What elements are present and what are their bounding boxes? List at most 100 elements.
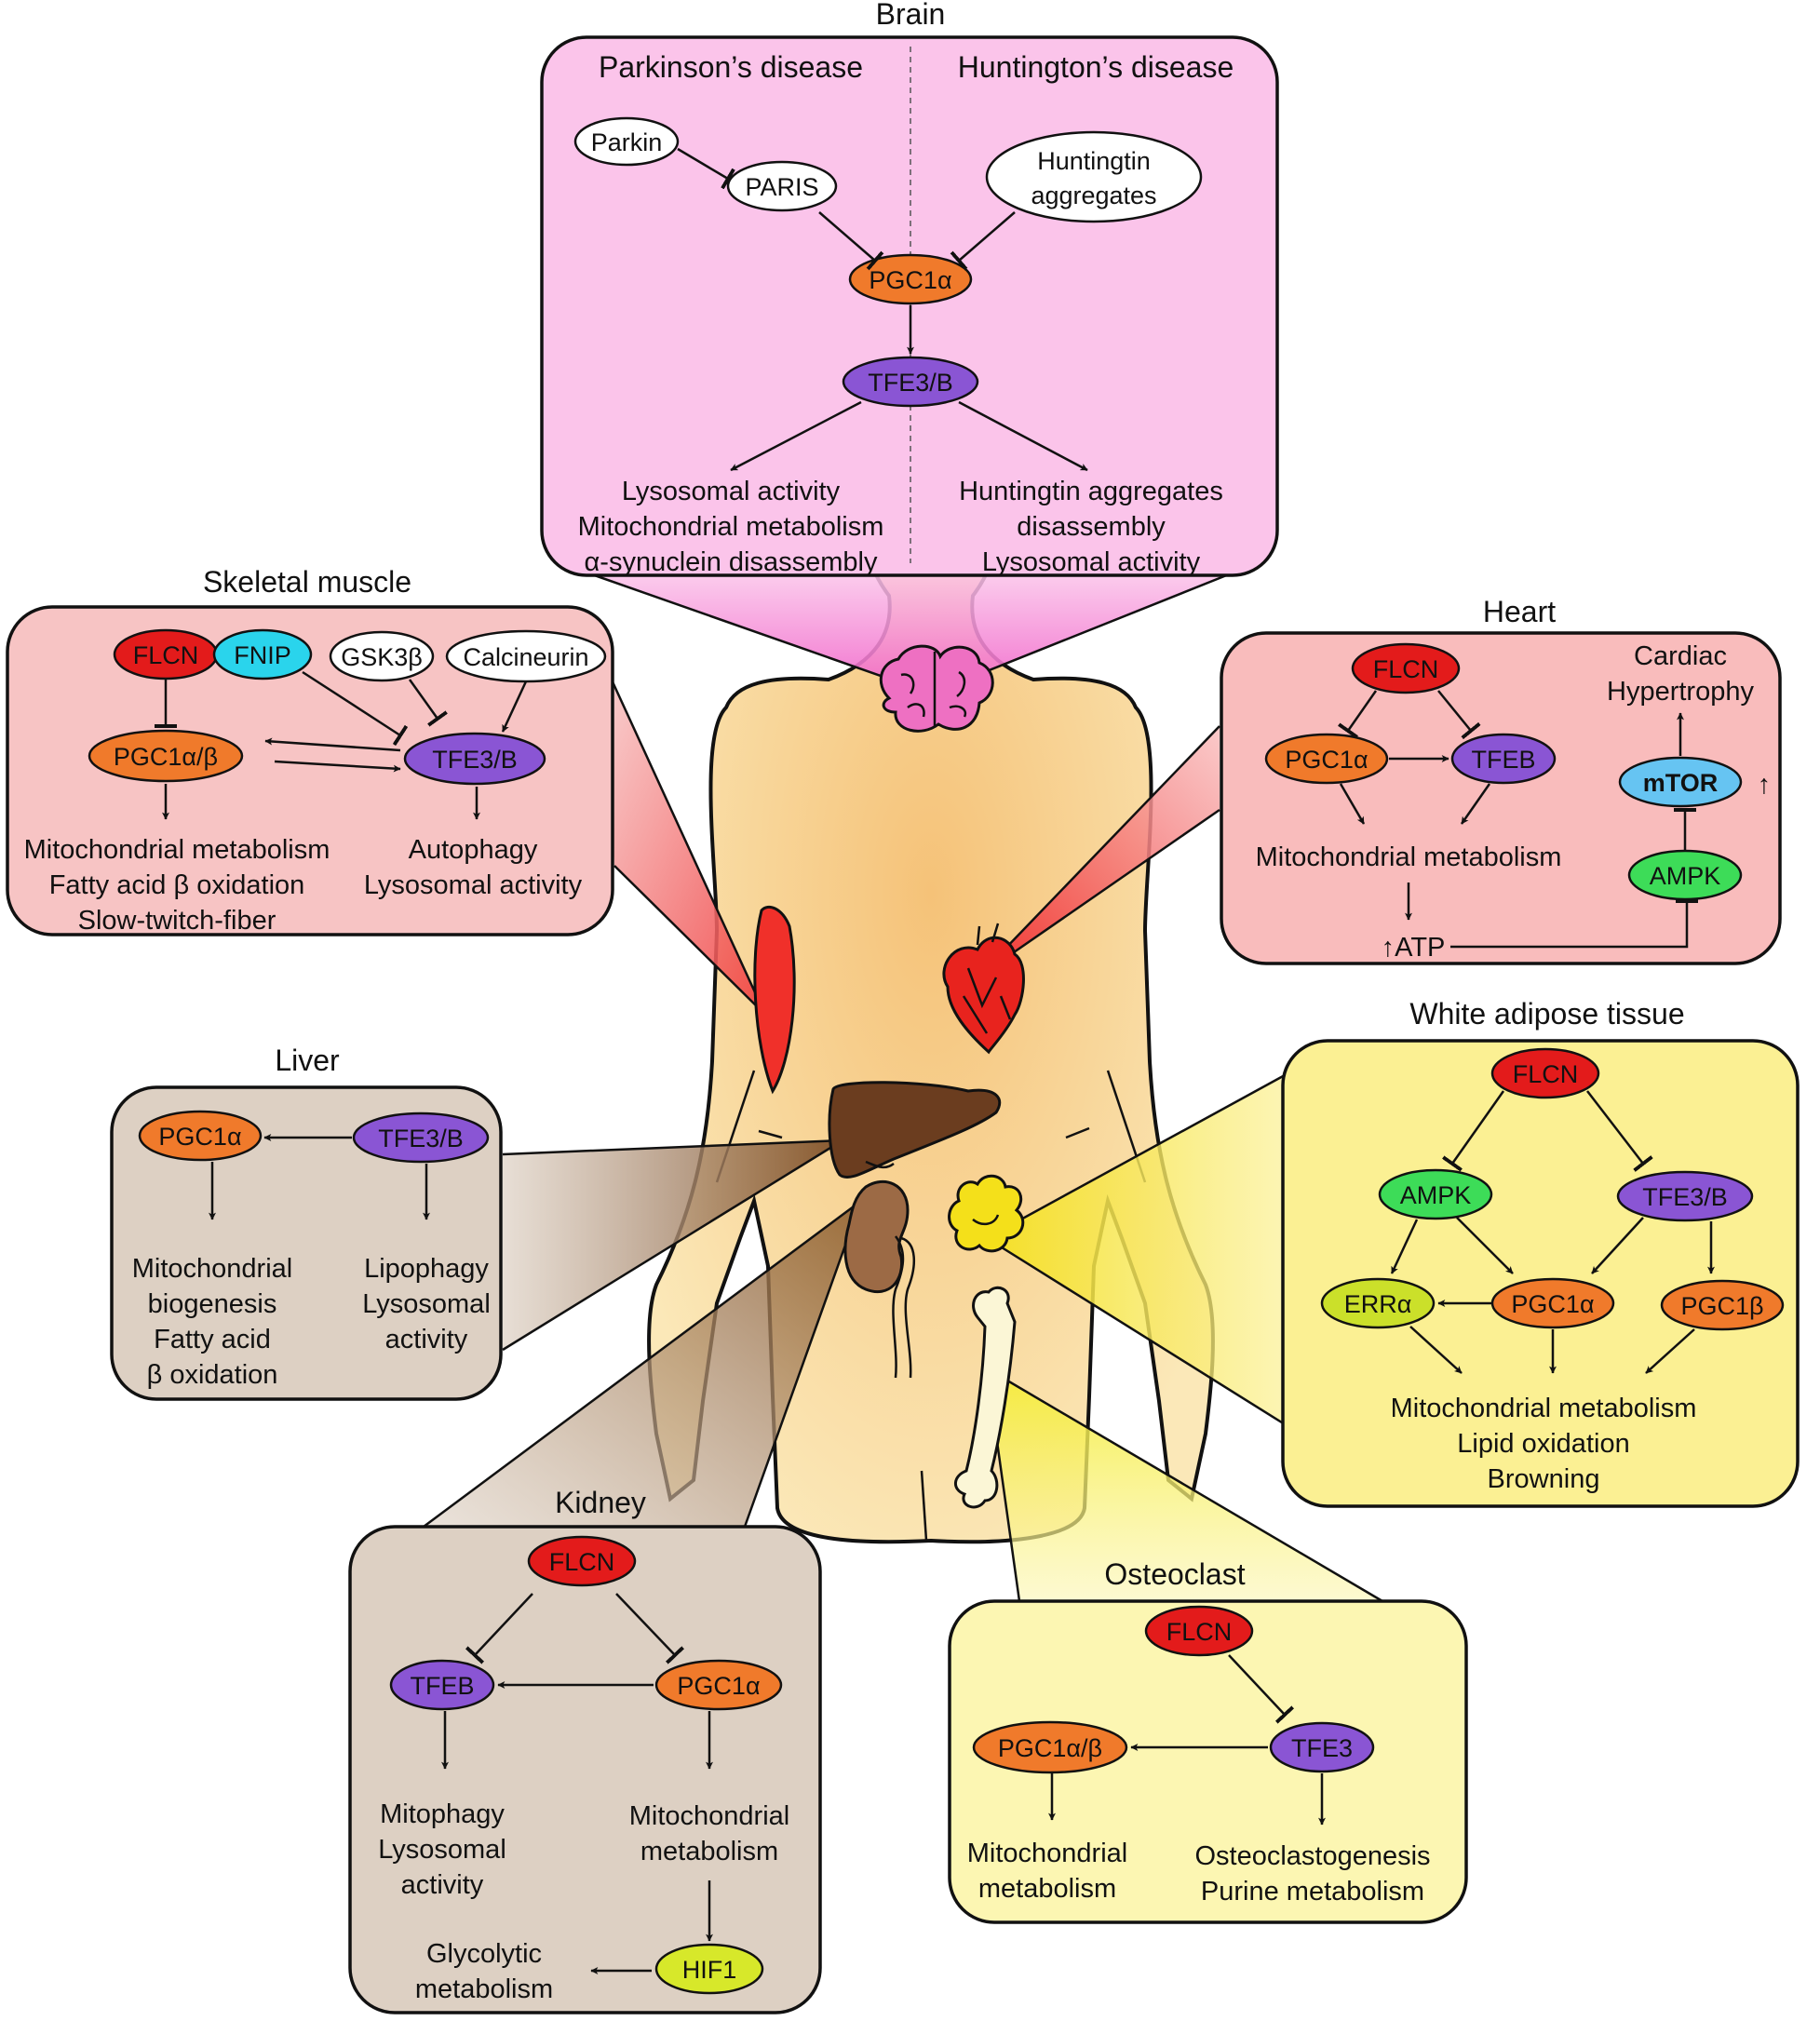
tfe3b-to-right-outputs: [958, 400, 1088, 472]
heart-mito-label: Mitochondrial metabolism: [1256, 842, 1562, 872]
muscle-tfe-label: TFE3/B: [432, 746, 518, 774]
osteoclast-title: Osteoclast: [1104, 1557, 1245, 1591]
liver-pgc1a-label: PGC1α: [158, 1123, 241, 1151]
paris-inhibits-pgc1a: [818, 211, 884, 271]
osteo-pgc-node: [972, 1720, 1128, 1774]
brain-right-out-1: Huntingtin aggregates: [959, 477, 1223, 506]
muscle-left-out-1: Mitochondrial metabolism: [24, 835, 330, 865]
wat-pgc1b-node: [1660, 1279, 1785, 1331]
tfe3b-to-left-outputs: [730, 400, 862, 472]
kidney-tfeb-label: TFEB: [410, 1672, 474, 1700]
wat-ampk-label: AMPK: [1400, 1181, 1472, 1209]
osteo-tfe3-label: TFE3: [1291, 1734, 1353, 1762]
brain-organ-icon: [879, 644, 994, 733]
osteo-right-out-2: Purine metabolism: [1201, 1877, 1424, 1906]
muscle-organ-icon: [753, 905, 796, 1095]
heart-flcn-inhibits-tfeb: [1437, 690, 1481, 740]
parkinsons-heading: Parkinson’s disease: [599, 50, 863, 84]
muscle-fnip-label: FNIP: [234, 641, 291, 669]
liver-left-out-1: Mitochondrial: [132, 1254, 292, 1284]
glycolytic-label-2: metabolism: [415, 1974, 553, 2004]
ampk-to-pgc1a: [1456, 1217, 1514, 1274]
wat-beam: [987, 1075, 1285, 1424]
cardiac-label-1: Cardiac: [1634, 641, 1727, 671]
liver-right-out-3: activity: [385, 1325, 468, 1354]
huntingtin-aggregates-node: [985, 130, 1203, 223]
mtor-up-label: ↑: [1758, 770, 1772, 800]
liver-organ-icon: [828, 1081, 1002, 1179]
liver-left-out-4: β oxidation: [147, 1360, 278, 1390]
mtor-label: mTOR: [1643, 769, 1719, 797]
cardiac-label-2: Hypertrophy: [1607, 677, 1754, 707]
kidney-left-out-2: Lysosomal: [378, 1835, 506, 1865]
kidney-pgc1a-label: PGC1α: [677, 1672, 760, 1700]
ampk-to-erra: [1390, 1219, 1419, 1274]
wat-flcn-label: FLCN: [1513, 1060, 1579, 1088]
hif1-node: [654, 1943, 764, 1995]
wat-box: [1281, 1039, 1800, 1508]
calcineurin-activates-tfe: [501, 680, 528, 733]
wat-flcn-inhibits-ampk: [1442, 1090, 1505, 1172]
kidney-tfeb-node: [389, 1659, 495, 1711]
heart-ampk-label: AMPK: [1650, 862, 1721, 890]
osteoclast-panel: Osteoclast FLCN PGC1α/β TFE3 Mitochondri…: [948, 1557, 1468, 1924]
muscle-right-out-2: Lysosomal activity: [364, 870, 583, 900]
heart-tfeb-node: [1450, 733, 1557, 785]
kidney-right-out-1: Mitochondrial: [629, 1801, 789, 1831]
osteo-flcn-node: [1144, 1605, 1254, 1657]
calcineurin-label: Calcineurin: [463, 643, 588, 671]
liver-box: [110, 1085, 503, 1401]
muscle-fnip-node: [212, 628, 313, 680]
brain-pgc1a-label: PGC1α: [869, 266, 951, 294]
huntingtin-label-2: aggregates: [1031, 182, 1156, 209]
huntingtons-heading: Huntington’s disease: [958, 50, 1234, 84]
paris-label: PARIS: [745, 173, 818, 201]
muscle-left-out-3: Slow-twitch-fiber: [78, 906, 276, 936]
wat-title: White adipose tissue: [1409, 997, 1684, 1031]
muscle-right-out-1: Autophagy: [409, 835, 538, 865]
liver-crease: [865, 1160, 895, 1169]
brain-tfe3b-label: TFE3/B: [868, 369, 953, 397]
wat-panel: White adipose tissue FLCN AMPK TFE3/B ER…: [1281, 997, 1800, 1508]
leg-divider: [920, 1470, 928, 1542]
heart-flcn-label: FLCN: [1373, 655, 1439, 683]
wat-tfe3b-label: TFE3/B: [1642, 1183, 1728, 1211]
heart-atp-label: ↑ATP: [1382, 933, 1446, 963]
organs: [753, 644, 1025, 1509]
brain-right-out-2: disassembly: [1017, 512, 1166, 542]
wat-flcn-inhibits-tfe: [1586, 1090, 1653, 1172]
erra-to-outputs: [1409, 1326, 1463, 1374]
pgc1b-to-outputs: [1645, 1328, 1695, 1374]
tfe-to-pgc: [264, 737, 401, 752]
huntingtin-label-1: Huntingtin: [1037, 147, 1151, 175]
wat-out-3: Browning: [1488, 1464, 1600, 1494]
wat-ampk-node: [1378, 1168, 1493, 1220]
muscle-box: [6, 605, 614, 936]
liver-tfe3b-node: [352, 1112, 490, 1164]
gsk3b-inhibits-tfe: [408, 679, 448, 727]
muscle-flcn-label: FLCN: [133, 641, 199, 669]
wat-out-1: Mitochondrial metabolism: [1391, 1394, 1697, 1423]
brain-left-out-1: Lysosomal activity: [622, 477, 841, 506]
wat-tfe3b-node: [1616, 1170, 1754, 1222]
brain-tfe3b-node: [842, 356, 979, 408]
kidney-organ-icon: [843, 1179, 916, 1379]
osteo-left-out-1: Mitochondrial: [967, 1839, 1127, 1868]
adipose-organ-icon: [948, 1174, 1025, 1253]
muscle-title: Skeletal muscle: [203, 565, 411, 599]
hif1-label: HIF1: [682, 1956, 737, 1984]
parkin-node: [573, 116, 680, 167]
liver-left-out-3: Fatty acid: [154, 1325, 271, 1354]
glycolytic-label-1: Glycolytic: [426, 1939, 542, 1969]
wat-pgc1a-node: [1490, 1277, 1615, 1329]
erra-node: [1320, 1277, 1436, 1329]
brain-right-out-3: Lysosomal activity: [982, 547, 1201, 577]
muscle-left-out-2: Fatty acid β oxidation: [49, 870, 305, 900]
tfe-to-pgc1a: [1591, 1217, 1644, 1274]
heart-organ-icon: [942, 923, 1025, 1055]
liver-panel: Liver PGC1α TFE3/B Mitochondrial biogene…: [110, 1044, 503, 1401]
brain-beam: [586, 573, 1234, 694]
osteo-flcn-label: FLCN: [1166, 1618, 1233, 1646]
heart-pgc-to-mito: [1339, 783, 1366, 825]
